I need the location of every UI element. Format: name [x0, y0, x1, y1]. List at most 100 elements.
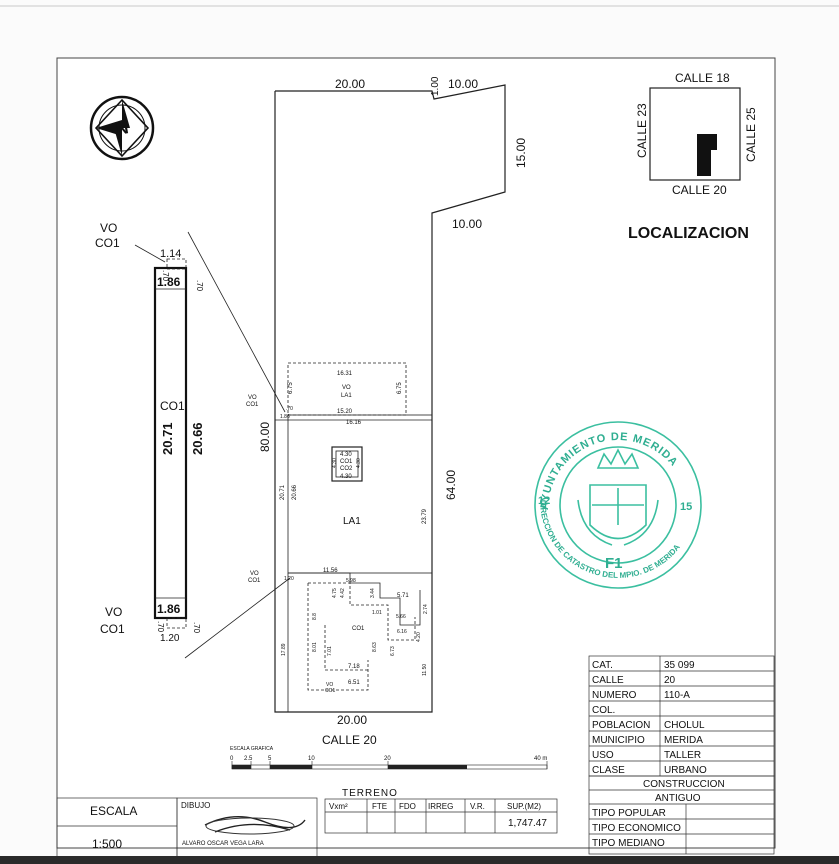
scale-tick-5: 40 m [534, 756, 547, 762]
lower-w1: 11.56 [323, 568, 338, 574]
co-box-top: 4.30 [340, 452, 352, 458]
dim-total-depth: 64.00 [444, 470, 458, 500]
location-street-east: CALLE 25 [744, 107, 758, 162]
vo-la1-label2: LA1 [341, 393, 352, 399]
lower-d5: 11.50 [422, 664, 428, 676]
detail-bottom-dim: 1.20 [160, 633, 180, 644]
info-value-7: URBANO [664, 765, 707, 776]
small-vo2: VO [250, 571, 259, 577]
lower-d4: 17.89 [281, 643, 287, 656]
bottom-edge-bar [0, 856, 839, 864]
small-dim-b: .70 [286, 406, 293, 412]
lower-w2: 5.98 [346, 578, 356, 584]
escala-label: ESCALA [90, 804, 137, 818]
escala-value: 1:500 [92, 837, 122, 851]
detail-co2-label: CO1 [100, 622, 125, 636]
dim-step-width: 10.00 [452, 217, 482, 231]
seal-left-num: 12 [538, 495, 550, 507]
detail-vo-label: VO [100, 221, 117, 235]
co-box-l1: CO1 [340, 459, 353, 465]
dim-right-upper-depth: 15.00 [514, 138, 528, 168]
terreno-header-4: V.R. [470, 802, 485, 811]
terreno-header-2: FDO [399, 802, 416, 811]
seal-right-num: 15 [680, 501, 692, 513]
street-label: CALLE 20 [322, 733, 377, 747]
north-letter: N [115, 118, 130, 139]
info-label-5: MUNICIPIO [592, 735, 645, 746]
lower-co1: CO1 [352, 626, 365, 632]
lower-d9: 6.73 [390, 646, 396, 656]
dim-top-width: 20.00 [335, 77, 365, 91]
info-label-2: NUMERO [592, 690, 637, 701]
dim-bottom-width: 20.00 [337, 713, 367, 727]
info-label-6: USO [592, 750, 614, 761]
lower-d8: 8.63 [372, 642, 378, 652]
vo-la1-top: 16.31 [337, 371, 353, 377]
terreno-sup-value: 1,747.47 [508, 818, 547, 829]
lower-w11: 1.20 [284, 576, 294, 582]
lower-w6: 7.18 [348, 664, 360, 670]
detail-top-dim: 1.14 [160, 248, 181, 260]
co-box-s2: 4.30 [356, 458, 362, 468]
co-box-bottom: 4.30 [340, 474, 352, 480]
detail-bottom-width: 1.86 [157, 602, 181, 616]
property-info-table: CAT. 35 099 CALLE 20 NUMERO 110-A COL. P… [588, 655, 775, 855]
terreno-header-3: IRREG [428, 802, 453, 811]
lower-vo: VO [326, 682, 333, 688]
terreno-title: TERRENO [342, 788, 398, 799]
inner-side-c: 23.79 [422, 508, 428, 524]
terreno-header-0: Vxm² [329, 802, 348, 811]
location-street-west: CALLE 23 [635, 103, 649, 158]
lower-co: CO1 [325, 688, 336, 694]
co-box-l2: CO2 [340, 466, 353, 472]
co-box-s1: 4.30 [332, 458, 338, 468]
inner-w2: 16.16 [346, 420, 362, 426]
scale-tick-3: 10 [308, 756, 315, 762]
scale-tick-4: 20 [384, 756, 391, 762]
title-block: ESCALA 1:500 DIBUJO ALVARO OSCAR VEGA LA… [56, 788, 558, 859]
info-value-2: 110-A [664, 690, 690, 701]
co1-detail-strip: VO CO1 1.14 .70 .70 1.86 20.71 20.66 CO1… [95, 221, 205, 644]
seal-code: F1 [605, 555, 623, 572]
info-value-6: TALLER [664, 750, 701, 761]
scale-tick-2: 5 [268, 756, 272, 762]
small-dim-a: 1.86 [280, 414, 290, 420]
lower-w4: 5.66 [396, 614, 406, 620]
terreno-header-1: FTE [372, 802, 387, 811]
lower-w5: 6.16 [397, 629, 407, 635]
info-value-0: 35 099 [664, 660, 695, 671]
small-co1: CO1 [246, 402, 259, 408]
lot-label: LA1 [343, 516, 361, 527]
location-map: CALLE 18 CALLE 20 CALLE 23 CALLE 25 LOCA… [628, 71, 758, 242]
antiguo-heading: ANTIGUO [655, 793, 701, 804]
lower-w3: 5.71 [397, 593, 409, 599]
vo-la1-label1: VO [342, 385, 351, 391]
detail-top-width: 1.86 [157, 275, 181, 289]
info-label-1: CALLE [592, 675, 624, 686]
tipo-1: TIPO ECONOMICO [592, 823, 681, 834]
inner-side-b: 20.66 [292, 484, 298, 500]
lower-w7: 6.51 [348, 680, 360, 686]
detail-bottom-strip-right: .70 [192, 622, 201, 634]
location-street-south: CALLE 20 [672, 183, 727, 197]
scale-tick-0: 0 [230, 756, 234, 762]
construccion-heading: CONSTRUCCION [643, 779, 725, 790]
vo-la1-side-right: 6.75 [397, 382, 403, 394]
info-value-1: 20 [664, 675, 676, 686]
graphic-scale-bar: ESCALA GRAFICA 0 2.5 5 10 20 40 m [230, 746, 547, 770]
tipo-0: TIPO POPULAR [592, 808, 666, 819]
lower-w10: 4.75 [332, 588, 338, 598]
small-co2: CO1 [248, 578, 261, 584]
lower-d7: 7.01 [327, 646, 333, 656]
info-label-0: CAT. [592, 660, 613, 671]
dim-left-depth: 80.00 [258, 422, 272, 452]
info-label-4: POBLACION [592, 720, 650, 731]
detail-top-strip-right: .70 [195, 280, 204, 292]
terreno-header-5: SUP.(M2) [507, 802, 541, 811]
dim-top-right-width: 10.00 [448, 77, 478, 91]
detail-vo2-label: VO [105, 605, 122, 619]
seal-crown-icon [596, 448, 640, 469]
small-vo1: VO [248, 395, 257, 401]
location-title: LOCALIZACION [628, 225, 749, 242]
lower-d1: 4.42 [340, 588, 346, 598]
